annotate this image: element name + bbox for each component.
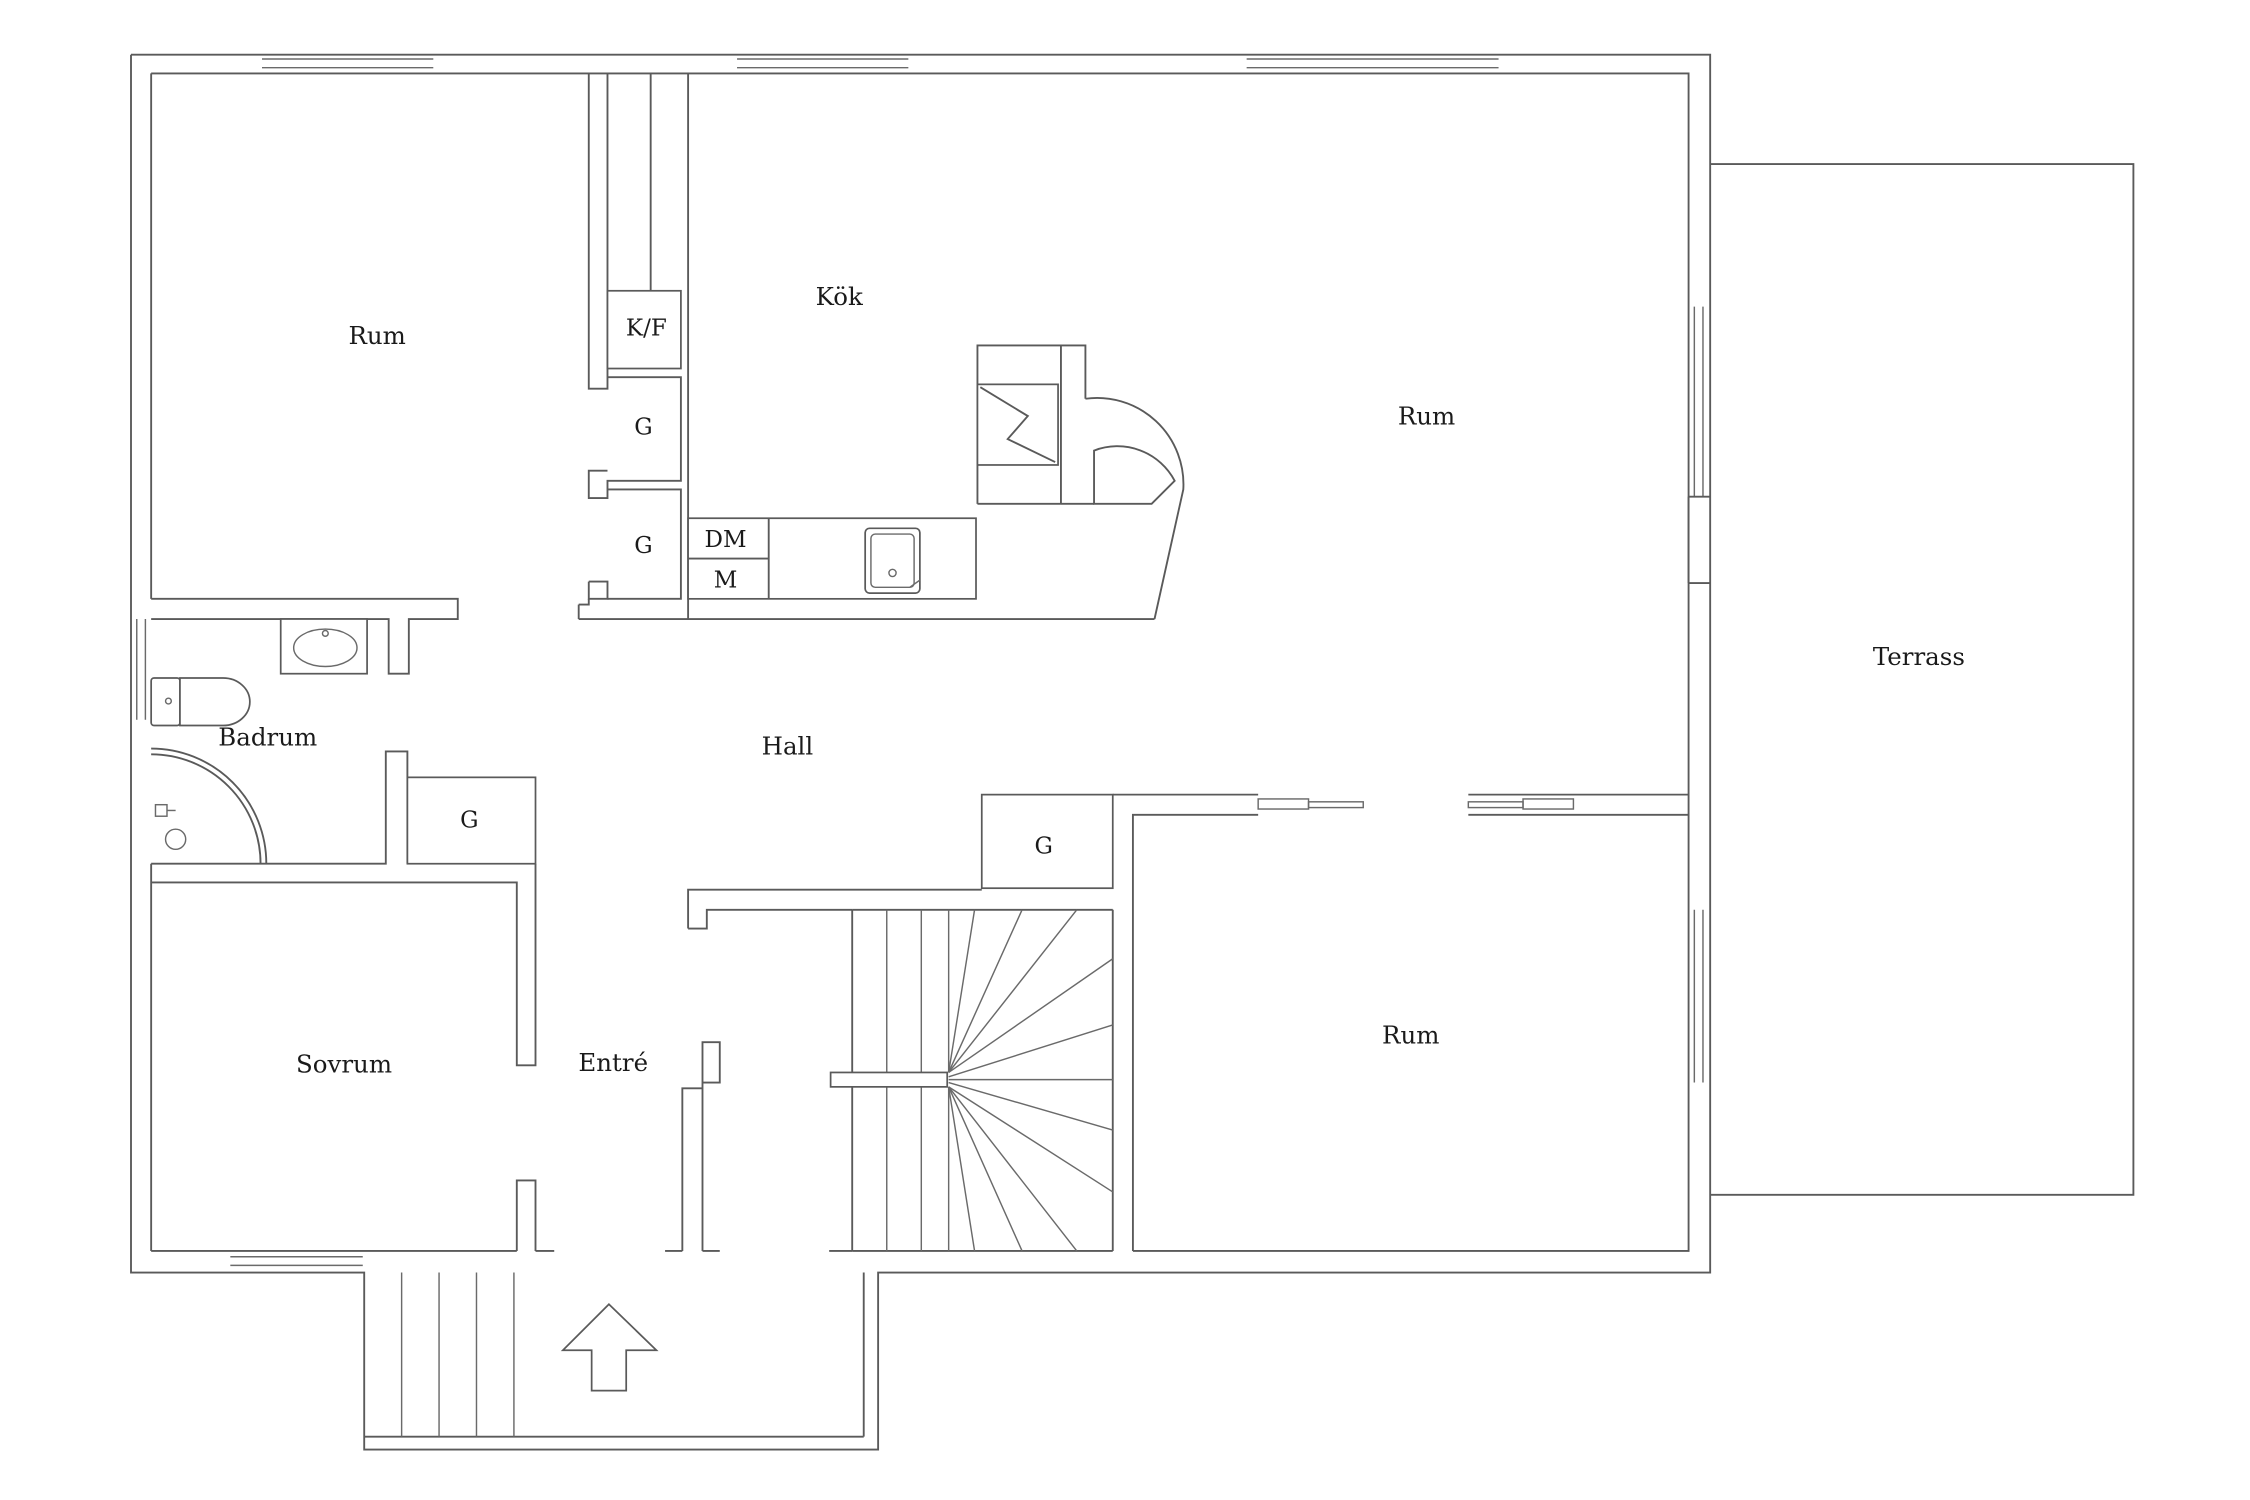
terrace-outline	[1710, 163, 2135, 1196]
toilet-icon	[150, 677, 251, 727]
entrance-arrow-icon	[560, 1303, 659, 1392]
shower-icon	[151, 747, 268, 864]
room-label-badrum: Badrum	[218, 723, 317, 752]
room-label-rum-bottom: Rum	[1382, 1021, 1439, 1050]
wardrobe-label: G	[460, 808, 478, 834]
wardrobe-label: G	[634, 415, 652, 441]
room-label-sovrum: Sovrum	[296, 1049, 392, 1078]
fixture-labels: K/F G G DM M G G	[460, 315, 1053, 859]
wardrobe-label: G	[634, 533, 652, 559]
room-labels: Rum Kök Rum Terrass Badrum Hall Sovrum E…	[218, 282, 1965, 1078]
staircase-icon	[829, 908, 1114, 1252]
room-label-rum-right: Rum	[1398, 402, 1455, 431]
dishwasher-label: DM	[705, 527, 747, 553]
room-label-kok: Kök	[816, 282, 863, 311]
entrance-porch	[364, 1272, 865, 1438]
microwave-label: M	[714, 567, 738, 593]
room-label-entre: Entré	[578, 1048, 648, 1077]
room-label-rum: Rum	[348, 321, 405, 350]
fridge-freezer-label: K/F	[626, 315, 667, 341]
bathroom-fixtures	[150, 618, 368, 864]
stove-icon	[976, 344, 1185, 620]
kitchen-fixtures	[606, 73, 1185, 620]
wardrobe-label: G	[1034, 834, 1052, 860]
room-label-terrass: Terrass	[1873, 642, 1965, 671]
basin-icon	[279, 618, 368, 675]
exterior-walls	[130, 53, 1712, 1451]
sink-icon	[864, 527, 921, 594]
room-label-hall: Hall	[762, 731, 814, 760]
